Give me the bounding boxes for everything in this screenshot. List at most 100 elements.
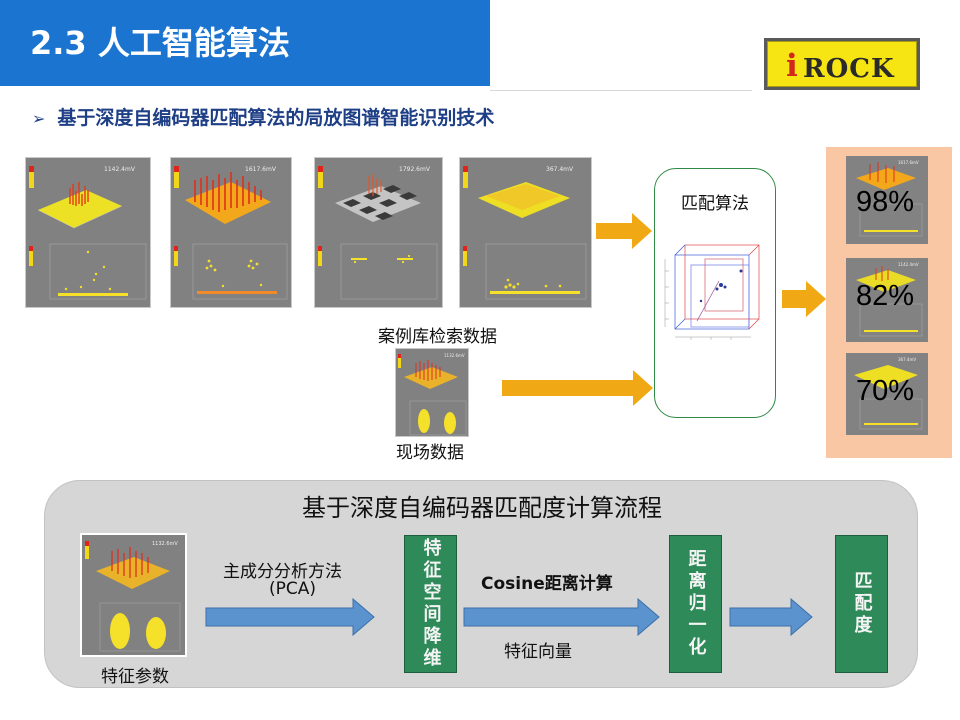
case-thumbnail-2: 1617.6mV bbox=[170, 157, 292, 308]
colorbar bbox=[398, 354, 401, 368]
point bbox=[102, 265, 106, 269]
point bbox=[213, 268, 217, 272]
result-thumbnail-1: 1617.6mV 98% bbox=[846, 156, 928, 244]
case-thumbnail-1: 1142.4mV bbox=[25, 157, 151, 308]
scatter-cluster bbox=[110, 613, 130, 649]
result-thumbnail-3: 367.4mV 70% bbox=[846, 353, 928, 435]
discharge-bars bbox=[415, 360, 441, 381]
page-title: 2.3 人工智能算法 bbox=[30, 24, 290, 62]
scatter-band bbox=[351, 258, 367, 260]
match-3d-plot bbox=[664, 244, 760, 340]
scatter-band bbox=[864, 330, 918, 332]
colorbar-top bbox=[463, 166, 468, 172]
arrow-right-icon bbox=[596, 213, 652, 249]
logo-i-mark: i bbox=[786, 48, 798, 84]
frame bbox=[690, 264, 750, 328]
field-data-thumbnail: 1132.6mV bbox=[395, 348, 469, 437]
tile bbox=[375, 212, 393, 220]
point bbox=[255, 262, 259, 266]
point bbox=[508, 283, 512, 287]
feature-space-reduction-box: 特征空间降维 bbox=[404, 535, 457, 673]
axis bbox=[37, 209, 75, 229]
case-library-label: 案例库检索数据 bbox=[378, 327, 497, 347]
arrow-right-icon bbox=[502, 370, 653, 406]
reading-text: 1142.4mV bbox=[104, 166, 136, 173]
tile bbox=[343, 199, 361, 207]
scatter-frame bbox=[99, 602, 181, 652]
field-prpd-chart: 1132.6mV bbox=[398, 353, 467, 436]
point bbox=[699, 299, 703, 303]
scatter-frame bbox=[859, 303, 923, 337]
result-chart-2: 1142.4mV bbox=[856, 262, 923, 337]
point bbox=[719, 283, 723, 287]
arrow-shape bbox=[729, 598, 813, 636]
scatter-frame bbox=[192, 243, 288, 300]
subtitle: ➢基于深度自编码器匹配算法的局放图谱智能识别技术 bbox=[32, 103, 494, 130]
scatter-points bbox=[490, 278, 580, 294]
point bbox=[247, 264, 251, 268]
scatter-band bbox=[864, 230, 918, 232]
point bbox=[512, 285, 516, 289]
scatter-band bbox=[490, 291, 580, 294]
tile bbox=[399, 192, 417, 200]
surface-plane bbox=[96, 557, 170, 589]
match-percent: 98% bbox=[856, 186, 915, 218]
arrow-shape bbox=[596, 213, 652, 249]
pca-abbr-label: (PCA) bbox=[269, 579, 317, 599]
reading-text: 1132.6mV bbox=[444, 353, 465, 358]
colorbar bbox=[318, 166, 323, 188]
arrow-shape bbox=[782, 281, 826, 317]
colorbar-top bbox=[318, 246, 322, 251]
arrow-shape bbox=[502, 370, 653, 406]
tile bbox=[383, 185, 401, 193]
pca-label: 主成分分析方法 bbox=[223, 562, 342, 582]
colorbar bbox=[85, 541, 89, 559]
point bbox=[504, 285, 508, 289]
surface-plane bbox=[335, 186, 421, 222]
result-chart-1: 1617.6mV bbox=[856, 160, 923, 237]
point bbox=[558, 284, 562, 288]
point bbox=[353, 260, 357, 264]
scatter-frame bbox=[859, 203, 923, 237]
scatter-points bbox=[197, 259, 277, 294]
arrow-right-icon bbox=[729, 598, 813, 636]
case-thumbnail-3: 1792.6mV bbox=[314, 157, 443, 308]
point bbox=[506, 278, 510, 282]
colorbar-top bbox=[318, 166, 323, 172]
scatter-frame bbox=[485, 243, 587, 300]
arrow-right-icon bbox=[205, 598, 375, 636]
point bbox=[544, 284, 548, 288]
point bbox=[723, 285, 727, 289]
colorbar-top bbox=[174, 246, 178, 251]
point bbox=[209, 264, 213, 268]
match-percent: 70% bbox=[856, 375, 915, 407]
surface-plane bbox=[185, 182, 271, 224]
match-algorithm-box: 匹配算法 bbox=[654, 168, 776, 418]
cosine-distance-label: Cosine距离计算 bbox=[481, 574, 613, 594]
arrow-right-icon bbox=[463, 598, 660, 636]
match-results-panel: 1617.6mV 98% 1142.4mV 82% 367.4mV 70% bbox=[826, 147, 952, 458]
prpd-chart-3: 1792.6mV bbox=[318, 166, 438, 300]
scatter-band bbox=[197, 291, 277, 294]
discharge-bars bbox=[194, 172, 262, 212]
frame bbox=[684, 244, 760, 320]
edge bbox=[674, 318, 686, 330]
point bbox=[259, 283, 263, 287]
point bbox=[407, 254, 411, 258]
point bbox=[108, 287, 112, 291]
discharge-bars bbox=[368, 174, 382, 196]
irock-logo: i ROCK bbox=[764, 38, 920, 90]
scatter-points bbox=[110, 613, 166, 649]
scatter-cluster bbox=[418, 409, 430, 433]
logo-wordmark: ROCK bbox=[803, 54, 895, 84]
prpd-chart-4: 367.4mV bbox=[463, 166, 587, 300]
point bbox=[401, 260, 405, 264]
frame bbox=[674, 254, 750, 330]
checker-tiles bbox=[343, 185, 417, 220]
scatter-frame bbox=[340, 243, 438, 300]
match-algorithm-label: 匹配算法 bbox=[681, 194, 749, 214]
case-thumbnail-4: 367.4mV bbox=[459, 157, 592, 308]
scatter-points bbox=[58, 250, 128, 296]
tile bbox=[379, 199, 397, 207]
scatter-band bbox=[58, 293, 128, 296]
